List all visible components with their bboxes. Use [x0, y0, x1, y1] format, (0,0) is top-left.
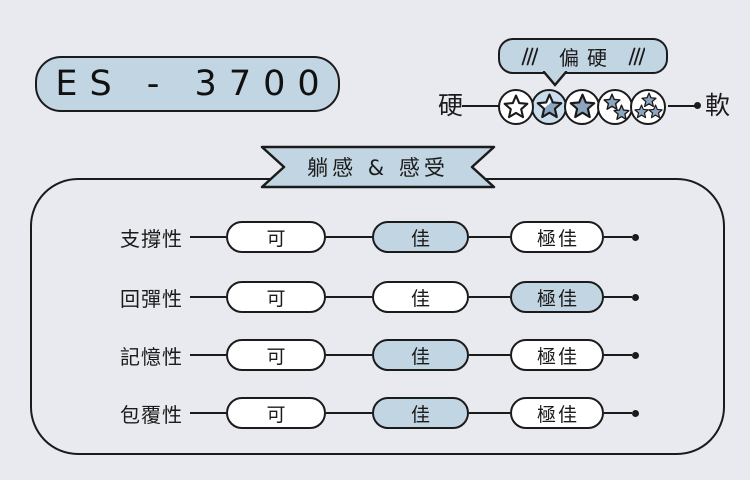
hardness-hard-label: 硬	[438, 91, 464, 120]
hardness-scale	[498, 89, 666, 125]
connector-end-dot	[604, 233, 639, 241]
rating-pill: 極佳	[510, 281, 604, 313]
feel-panel: 支撐性 可 佳 極佳 回彈性 可 佳 極佳 記憶性 可 佳 極佳	[30, 178, 725, 455]
row-label: 支撐性	[120, 226, 183, 251]
row-label: 回彈性	[120, 286, 183, 311]
connector-line	[190, 354, 226, 356]
star-outline-icon	[503, 94, 529, 118]
row-label: 包覆性	[120, 402, 183, 427]
connector-end-dot	[604, 409, 639, 417]
model-badge: ES - 3700	[35, 56, 340, 112]
connector-line	[469, 296, 510, 298]
connector-line	[190, 236, 226, 238]
hardness-level-1	[498, 89, 534, 125]
connector-line	[326, 412, 372, 414]
hardness-bubble-label: 偏硬	[559, 45, 615, 70]
rating-pill: 可	[226, 221, 326, 253]
hatch-icon	[521, 47, 538, 65]
connector-line	[326, 236, 372, 238]
star-filled-icon	[648, 104, 663, 119]
bubble-tail-icon	[542, 71, 568, 87]
hardness-soft-label: 軟	[705, 91, 731, 120]
model-name: ES - 3700	[55, 64, 332, 104]
hardness-bubble: 偏硬	[498, 38, 668, 74]
rating-pill: 可	[226, 397, 326, 429]
connector-line	[469, 412, 510, 414]
rating-pill: 極佳	[510, 221, 604, 253]
hardness-level-4	[597, 89, 633, 125]
connector-line	[469, 354, 510, 356]
hardness-level-2	[531, 89, 567, 125]
feel-row-envelopment: 包覆性 可 佳 極佳	[120, 397, 639, 429]
section-ribbon	[260, 145, 496, 189]
rating-pill: 佳	[372, 281, 469, 313]
connector-line	[326, 354, 372, 356]
feel-row-memory: 記憶性 可 佳 極佳	[120, 339, 639, 371]
hardness-level-5	[630, 89, 666, 125]
rating-pill: 可	[226, 339, 326, 371]
scale-end-dot	[694, 102, 701, 109]
star-half-icon	[536, 93, 562, 119]
star-filled-icon	[569, 93, 595, 119]
scale-line	[668, 105, 696, 107]
rating-pill: 可	[226, 281, 326, 313]
section-title: 躺感 & 感受	[307, 156, 449, 180]
connector-end-dot	[604, 351, 639, 359]
star-filled-icon	[613, 104, 630, 121]
row-label: 記憶性	[120, 344, 183, 369]
connector-line	[190, 296, 226, 298]
hardness-level-3	[564, 89, 600, 125]
connector-line	[469, 236, 510, 238]
star-filled-icon	[634, 104, 649, 119]
hatch-icon	[628, 47, 645, 65]
feel-row-support: 支撐性 可 佳 極佳	[120, 221, 639, 253]
scale-line	[462, 105, 500, 107]
connector-line	[326, 296, 372, 298]
rating-pill: 極佳	[510, 339, 604, 371]
rating-pill: 極佳	[510, 397, 604, 429]
rating-pill: 佳	[372, 339, 469, 371]
feel-row-rebound: 回彈性 可 佳 極佳	[120, 281, 639, 313]
connector-end-dot	[604, 293, 639, 301]
connector-line	[190, 412, 226, 414]
rating-pill: 佳	[372, 397, 469, 429]
rating-pill: 佳	[372, 221, 469, 253]
